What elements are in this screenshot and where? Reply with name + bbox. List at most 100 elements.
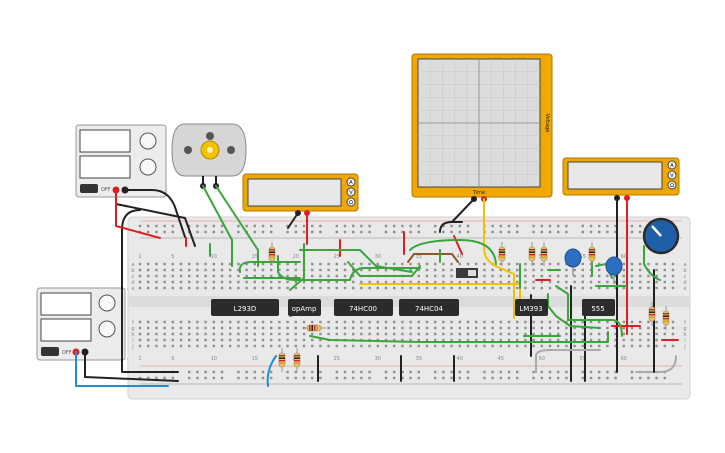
column-number: 50	[539, 356, 545, 362]
mode-button-a[interactable]	[346, 177, 356, 187]
ic-chip-l293d[interactable]: L293D	[211, 299, 279, 316]
chip-label: LM393	[519, 305, 542, 313]
column-number: 35	[416, 254, 422, 260]
column-number: 15	[252, 254, 258, 260]
resistor[interactable]	[528, 242, 536, 266]
resistor[interactable]	[648, 302, 656, 326]
row-letter: f	[132, 320, 134, 326]
row-letter: b	[131, 268, 134, 274]
ic-chip-74hc04[interactable]: 74HC04	[399, 299, 459, 316]
row-letter: g	[131, 326, 134, 332]
column-number: 1	[138, 254, 141, 260]
mode-button-ohm[interactable]	[667, 180, 677, 190]
column-number: 40	[457, 254, 463, 260]
current-knob[interactable]	[98, 320, 116, 338]
button-label: V	[349, 190, 353, 196]
column-number: 15	[252, 356, 258, 362]
slide-switch-knob[interactable]	[468, 270, 476, 276]
resistor[interactable]	[302, 324, 326, 332]
row-letter: e	[131, 286, 134, 292]
column-number: 30	[375, 254, 381, 260]
row-letter: f	[684, 320, 686, 326]
row-letter: i	[684, 338, 685, 344]
current-knob[interactable]	[139, 158, 157, 176]
resistors	[268, 242, 670, 372]
power-switch[interactable]	[80, 184, 98, 193]
ic-chip-555[interactable]: 555	[582, 299, 615, 316]
capacitor[interactable]	[564, 248, 582, 276]
mode-button-v[interactable]	[667, 170, 677, 180]
mode-button-a[interactable]	[667, 160, 677, 170]
potentiometer[interactable]	[642, 217, 680, 255]
resistor[interactable]	[278, 348, 286, 372]
button-label: Ω	[349, 200, 353, 206]
capacitor[interactable]	[605, 256, 623, 284]
row-letter: a	[131, 262, 134, 268]
column-number: 5	[171, 356, 174, 362]
button-label: V	[670, 173, 674, 179]
oscilloscope[interactable]: Time Voltage	[411, 53, 553, 202]
button-label: A	[670, 163, 674, 169]
row-letter: j	[131, 344, 133, 350]
power-switch[interactable]	[41, 347, 59, 356]
chip-label: 555	[591, 305, 604, 313]
resistor[interactable]	[540, 242, 548, 266]
scope-y-label: Voltage	[544, 114, 550, 133]
ic-chip-opamp[interactable]: opAmp	[288, 299, 321, 316]
column-number: 10	[211, 254, 217, 260]
breadboard-holes	[138, 224, 675, 380]
column-number: 60	[621, 356, 627, 362]
scope-x-label: Time	[472, 190, 485, 196]
chip-label: 74HC00	[349, 305, 377, 313]
chip-label: L293D	[234, 305, 257, 313]
resistor[interactable]	[268, 242, 276, 266]
column-number: 35	[416, 356, 422, 362]
mode-button-v[interactable]	[346, 187, 356, 197]
resistor[interactable]	[498, 242, 506, 266]
chip-label: opAmp	[292, 305, 317, 313]
column-number: 10	[211, 356, 217, 362]
column-number: 40	[457, 356, 463, 362]
row-letter: h	[683, 332, 686, 338]
column-number: 1	[138, 356, 141, 362]
column-number: 30	[375, 356, 381, 362]
voltage-knob[interactable]	[139, 132, 157, 150]
power-switch-label: OFF	[101, 187, 111, 193]
column-number: 25	[334, 254, 340, 260]
multimeter-right[interactable]: A V Ω	[562, 157, 680, 201]
column-number: 25	[334, 356, 340, 362]
row-letter: a	[683, 262, 686, 268]
column-number: 55	[580, 254, 586, 260]
power-switch-label: OFF	[62, 350, 72, 356]
power-supply-bottom[interactable]: OFF	[36, 287, 126, 361]
row-letter: i	[132, 338, 133, 344]
ic-chip-lm393[interactable]: LM393	[515, 299, 548, 316]
button-label: Ω	[670, 183, 674, 189]
ic-chip-74hc00[interactable]: 74HC00	[334, 299, 393, 316]
button-label: A	[349, 180, 353, 186]
mode-button-ohm[interactable]	[346, 197, 356, 207]
row-letter: c	[132, 274, 135, 280]
column-number: 45	[498, 356, 504, 362]
column-number: 20	[293, 254, 299, 260]
row-letter: e	[683, 286, 686, 292]
resistor[interactable]	[588, 242, 596, 266]
row-letter: c	[684, 274, 687, 280]
column-number: 60	[621, 254, 627, 260]
multimeter-left[interactable]: A V Ω	[242, 173, 359, 216]
slide-switch[interactable]	[456, 268, 478, 278]
dc-motor[interactable]	[171, 123, 247, 189]
power-supply-top[interactable]: OFF	[75, 124, 167, 198]
row-letter: h	[131, 332, 134, 338]
row-letter: d	[683, 280, 686, 286]
row-letter: b	[683, 268, 686, 274]
resistor[interactable]	[662, 306, 670, 330]
row-letter: d	[131, 280, 134, 286]
resistor[interactable]	[293, 348, 301, 372]
row-letter: j	[683, 344, 685, 350]
column-number: 55	[580, 356, 586, 362]
chip-label: 74HC04	[415, 305, 444, 313]
voltage-knob[interactable]	[98, 294, 116, 312]
